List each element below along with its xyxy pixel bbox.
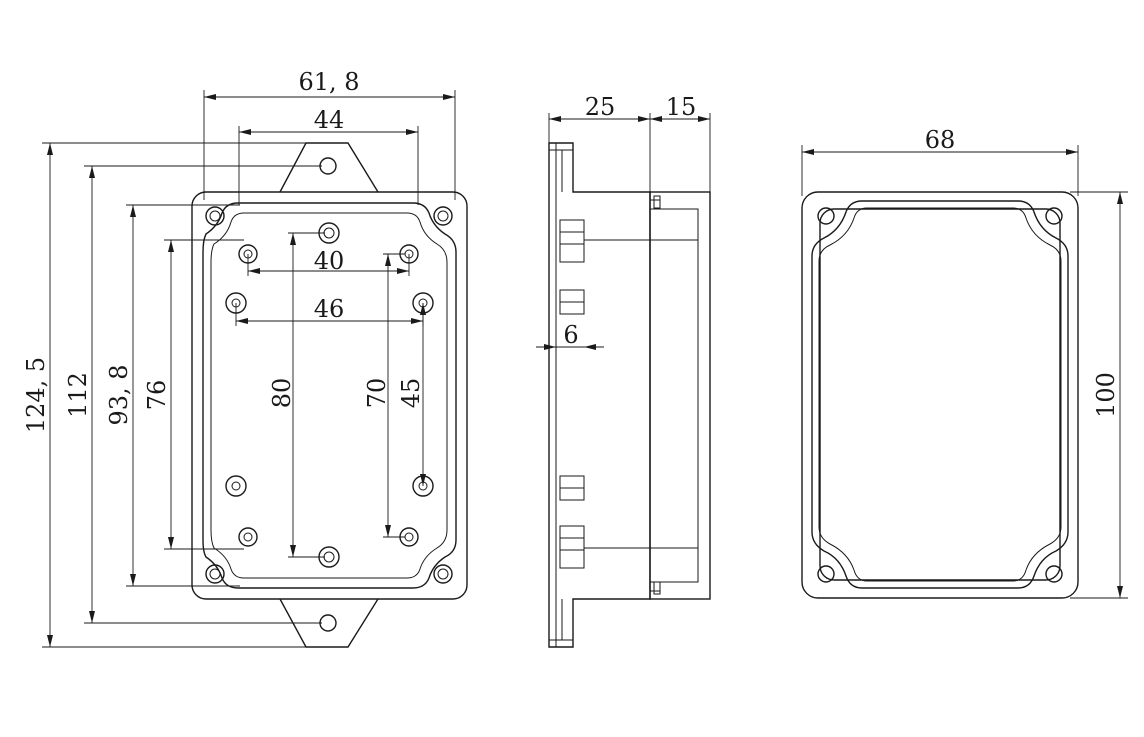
dim-label-overall-width: 61, 8 bbox=[298, 68, 359, 96]
side-base-outline bbox=[548, 142, 651, 648]
dimension-side-depths: 25 15 bbox=[548, 93, 711, 192]
dim-label-center-boss-spacing: 80 bbox=[268, 378, 296, 409]
dim-label-lid-width: 68 bbox=[925, 126, 956, 154]
dimension-right-boss-spacing-long: 70 bbox=[363, 253, 405, 538]
dim-label-lid-height: 100 bbox=[1092, 372, 1120, 418]
dim-label-lid-depth: 15 bbox=[666, 93, 697, 121]
dim-label-boss-spacing-top: 40 bbox=[314, 247, 345, 275]
dimension-lid-width: 68 bbox=[801, 126, 1079, 196]
top-mounting-tab bbox=[279, 142, 379, 193]
lid-outline bbox=[801, 191, 1079, 599]
dimension-wall-thickness: 6 bbox=[536, 321, 604, 350]
dim-label-base-depth: 25 bbox=[585, 93, 616, 121]
dim-label-overall-length: 124, 5 bbox=[22, 357, 50, 433]
dim-label-body-length: 93, 8 bbox=[105, 364, 133, 425]
dim-label-inner-length: 76 bbox=[143, 380, 171, 411]
side-internal-ribs bbox=[559, 219, 698, 569]
lid-gasket-middle bbox=[818, 207, 1062, 582]
lid-corner-holes bbox=[817, 207, 1063, 583]
dimension-mount-hole-spacing: 112 bbox=[64, 165, 322, 624]
enclosure-body-outline bbox=[191, 191, 468, 600]
side-view: 25 15 6 bbox=[536, 93, 711, 648]
lid-gasket-outer bbox=[811, 200, 1069, 589]
dim-label-inner-width: 44 bbox=[314, 106, 345, 134]
dim-label-right-boss-spacing-long: 70 bbox=[363, 378, 391, 409]
dimension-boss-spacing-top: 40 bbox=[247, 247, 410, 276]
enclosure-lip-inner bbox=[210, 212, 448, 579]
dim-label-mount-hole-spacing: 112 bbox=[64, 372, 92, 418]
dimension-body-length: 93, 8 bbox=[105, 204, 240, 587]
dimension-overall-width: 61, 8 bbox=[203, 68, 456, 200]
dimension-inner-width: 44 bbox=[238, 106, 419, 205]
dimension-boss-spacing-mid: 46 bbox=[235, 295, 424, 326]
front-view: 61, 8 44 40 46 bbox=[22, 68, 468, 648]
dimension-inner-length: 76 bbox=[143, 239, 244, 550]
dim-label-right-boss-spacing-short: 45 bbox=[397, 378, 425, 409]
dimension-lid-height: 100 bbox=[1070, 191, 1128, 599]
top-mounting-hole bbox=[319, 157, 337, 175]
lid-inner-panel bbox=[819, 208, 1061, 581]
dimension-center-boss-spacing: 80 bbox=[268, 232, 325, 558]
dim-label-wall-thickness: 6 bbox=[563, 321, 578, 349]
lid-view: 68 100 bbox=[801, 126, 1128, 599]
enclosure-lip-outer bbox=[202, 202, 457, 589]
corner-screw-holes bbox=[205, 206, 453, 584]
bottom-mounting-hole bbox=[319, 614, 337, 632]
dim-label-boss-spacing-mid: 46 bbox=[314, 295, 345, 323]
dimension-overall-length: 124, 5 bbox=[22, 142, 310, 648]
side-lid-outline bbox=[649, 191, 711, 600]
dimension-right-boss-spacing-short: 45 bbox=[397, 303, 426, 486]
